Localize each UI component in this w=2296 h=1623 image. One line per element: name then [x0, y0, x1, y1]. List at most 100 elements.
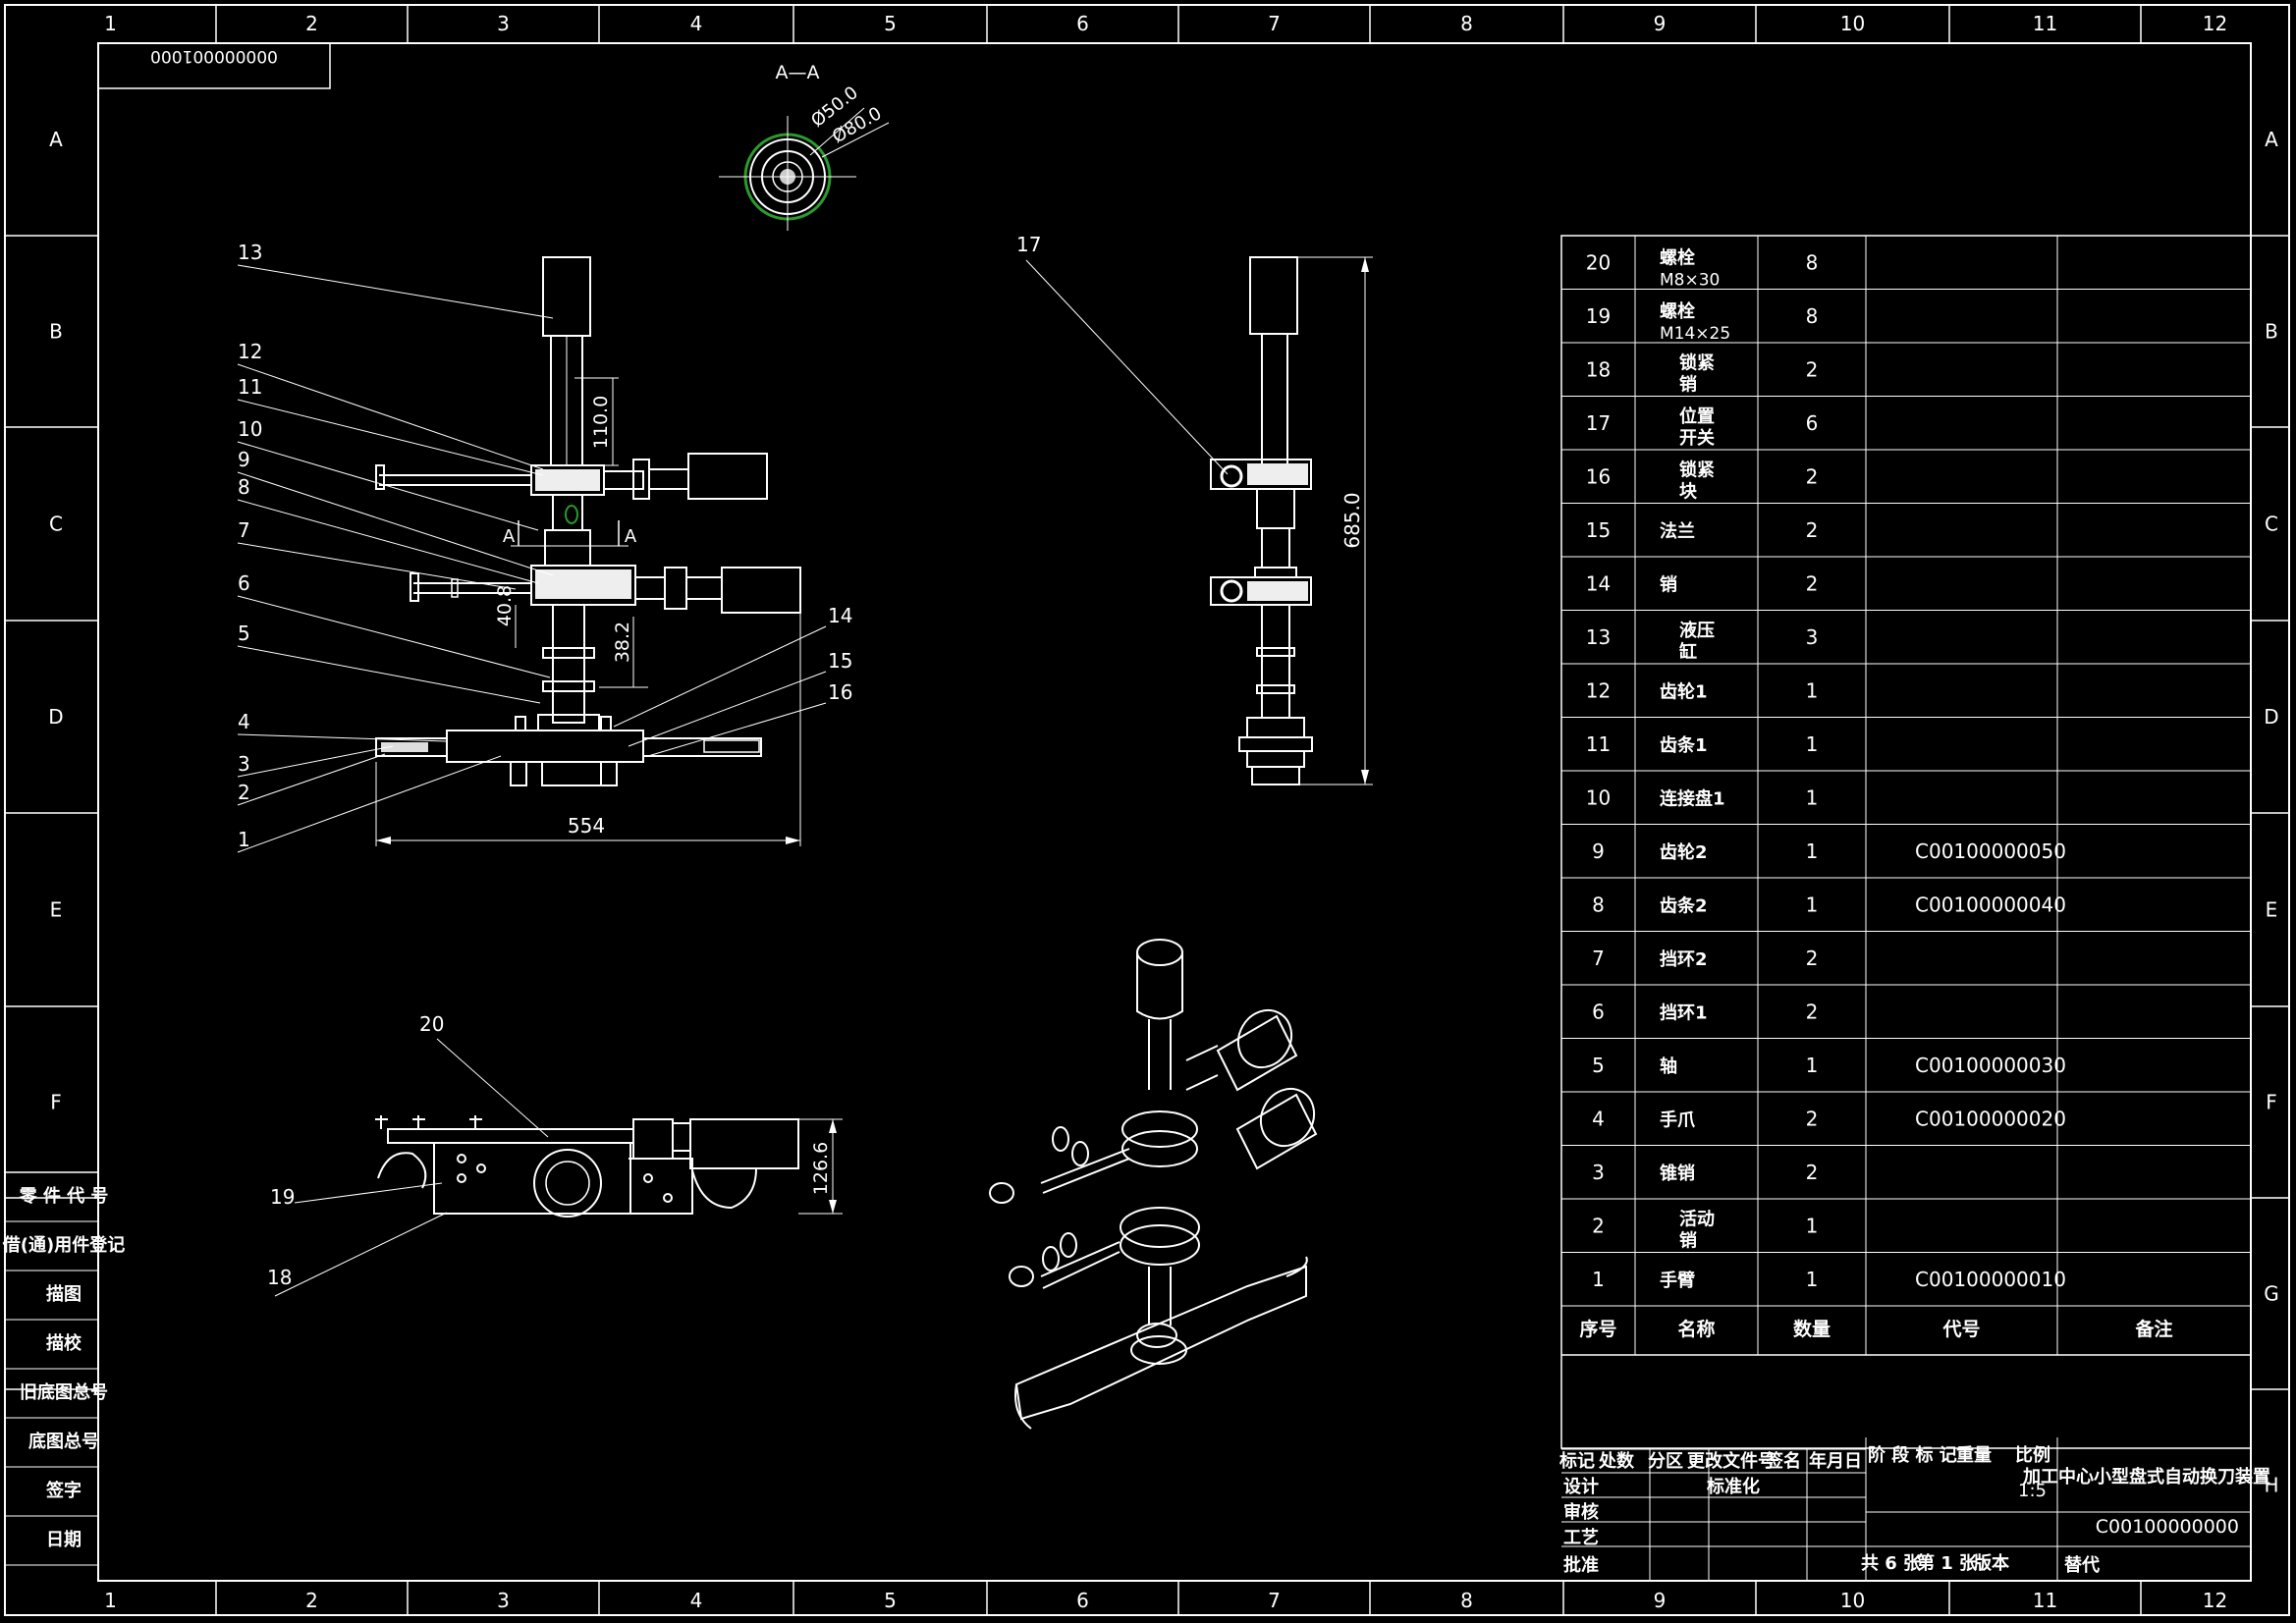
balloon-14: 14	[828, 604, 852, 627]
zone-col-bottom-6: 6	[1076, 1589, 1089, 1612]
bom-row-name: 手臂	[1660, 1270, 1695, 1291]
bom-row-name: 液压	[1679, 620, 1715, 641]
bom-row-qty: 1	[1806, 1214, 1819, 1237]
tb-design: 设计	[1563, 1476, 1599, 1497]
balloon-11: 11	[238, 375, 262, 399]
bom-row-name: 齿轮1	[1660, 680, 1708, 702]
bom-header-5: 备注	[2134, 1318, 2172, 1340]
bom-row-name: 手爪	[1660, 1109, 1696, 1130]
rev-header-5: 签名	[1765, 1450, 1801, 1472]
bom-row-qty: 2	[1806, 571, 1819, 595]
zone-col-top-4: 4	[690, 12, 703, 35]
bom-row-no: 6	[1592, 1000, 1605, 1023]
bom-row-qty: 3	[1806, 625, 1819, 649]
bom-row-no: 5	[1592, 1054, 1605, 1077]
tb-stage: 阶 段 标 记	[1868, 1444, 1957, 1466]
bom-row-name: 齿轮2	[1660, 841, 1708, 863]
zone-col-top-3: 3	[497, 12, 510, 35]
drawing-no-box	[97, 42, 331, 89]
zone-col-top-11: 11	[2033, 12, 2057, 35]
side-strip-item-1: 零 件 代 号	[19, 1185, 109, 1207]
bom-row-qty: 8	[1806, 250, 1819, 274]
zone-row-right-A: A	[2265, 128, 2278, 151]
dim-685: 685.0	[1340, 492, 1364, 548]
bom-row-name: 开关	[1679, 427, 1715, 449]
zone-col-top-8: 8	[1460, 12, 1473, 35]
tb-drawing-no: C00100000000	[2096, 1516, 2239, 1538]
bom-row-no: 4	[1592, 1107, 1605, 1130]
dim-38-2: 38.2	[612, 622, 633, 663]
bom-row-no: 18	[1586, 357, 1611, 381]
tb-scale-value: 1:5	[2018, 1481, 2047, 1501]
zone-col-top-12: 12	[2203, 12, 2227, 35]
title-block: 标记 处数 分区 更改文件号 签名 年月日 设计 标准化 审核 工艺 批准 阶 …	[1558, 1437, 2270, 1581]
bom-row-qty: 2	[1806, 1000, 1819, 1023]
bom-row-no: 12	[1586, 678, 1611, 702]
bom-row-qty: 2	[1806, 518, 1819, 542]
bom-row-no: 19	[1586, 304, 1611, 328]
bom-row-name: 块	[1679, 481, 1698, 502]
front-view: 110.0 40.8 38.2 554 A A 1312111098765432…	[237, 241, 852, 853]
bom-row-qty: 1	[1806, 1268, 1819, 1291]
zone-col-bottom-3: 3	[497, 1589, 510, 1612]
side-strip-item-5: 旧底图总号	[20, 1381, 108, 1403]
rev-header-2: 处数	[1598, 1450, 1635, 1472]
bom-row-no: 10	[1586, 785, 1611, 809]
bom-row-spec: M8×30	[1660, 270, 1720, 290]
balloon-8: 8	[238, 475, 250, 499]
tb-scale: 比例	[2015, 1444, 2050, 1466]
bom-row-name: 销	[1660, 573, 1677, 595]
bom-row-name: 锁紧	[1679, 352, 1715, 373]
zone-col-bottom-9: 9	[1654, 1589, 1667, 1612]
bom-row-qty: 2	[1806, 1107, 1819, 1130]
tb-check: 审核	[1563, 1501, 1599, 1523]
zone-col-top-9: 9	[1654, 12, 1667, 35]
rev-header-4: 更改文件号	[1687, 1450, 1776, 1472]
zone-col-bottom-4: 4	[690, 1589, 703, 1612]
bom-row-qty: 1	[1806, 893, 1819, 916]
bom-row-no: 14	[1586, 571, 1611, 595]
rev-header-1: 标记	[1558, 1450, 1595, 1472]
bom-row-no: 7	[1592, 947, 1605, 970]
drawing-no-box-text: 000000001000	[150, 46, 278, 66]
zone-col-bottom-10: 10	[1840, 1589, 1865, 1612]
zone-row-left-D: D	[48, 705, 63, 729]
balloon-16: 16	[828, 680, 852, 704]
bom-row-name: 轴	[1660, 1055, 1677, 1077]
bom-row-name: 缸	[1679, 641, 1697, 663]
section-label: A—A	[776, 62, 820, 83]
zone-row-right-G: G	[2264, 1282, 2279, 1306]
zone-col-bottom-1: 1	[104, 1589, 117, 1612]
section-a-a: A—A Ø50.0 Ø80.0	[719, 62, 890, 231]
zone-col-top-1: 1	[104, 12, 117, 35]
balloon-20: 20	[419, 1012, 444, 1036]
zone-col-bottom-2: 2	[305, 1589, 318, 1612]
isometric-view	[989, 939, 1318, 1430]
inner-border	[97, 42, 2252, 1582]
bom-row-qty: 2	[1806, 357, 1819, 381]
bom-row-code: C00100000010	[1915, 1268, 2066, 1291]
bom-row-no: 11	[1586, 732, 1611, 756]
balloon-1: 1	[238, 828, 250, 851]
bom-row-qty: 1	[1806, 785, 1819, 809]
zone-col-bottom-12: 12	[2203, 1589, 2227, 1612]
tb-sheets: 共 6 张	[1861, 1553, 1922, 1574]
bom-row-qty: 2	[1806, 947, 1819, 970]
tb-replace: 替代	[2064, 1554, 2100, 1576]
bom-header-3: 数量	[1793, 1318, 1831, 1340]
tb-process: 工艺	[1563, 1527, 1599, 1548]
side-strip-item-7: 签字	[45, 1480, 82, 1501]
side-strip-item-8: 日期	[46, 1530, 82, 1550]
balloon-2: 2	[238, 781, 250, 804]
balloon-17: 17	[1016, 233, 1041, 256]
bom-row-no: 17	[1586, 411, 1611, 435]
bom-row-no: 15	[1586, 518, 1611, 542]
bom-row-code: C00100000030	[1915, 1054, 2066, 1077]
side-strip-item-2: 借(通)用件登记	[2, 1234, 125, 1256]
bom-row-name: 齿条1	[1660, 734, 1708, 756]
bom-row-name: 齿条2	[1660, 894, 1708, 916]
zone-col-bottom-5: 5	[884, 1589, 897, 1612]
